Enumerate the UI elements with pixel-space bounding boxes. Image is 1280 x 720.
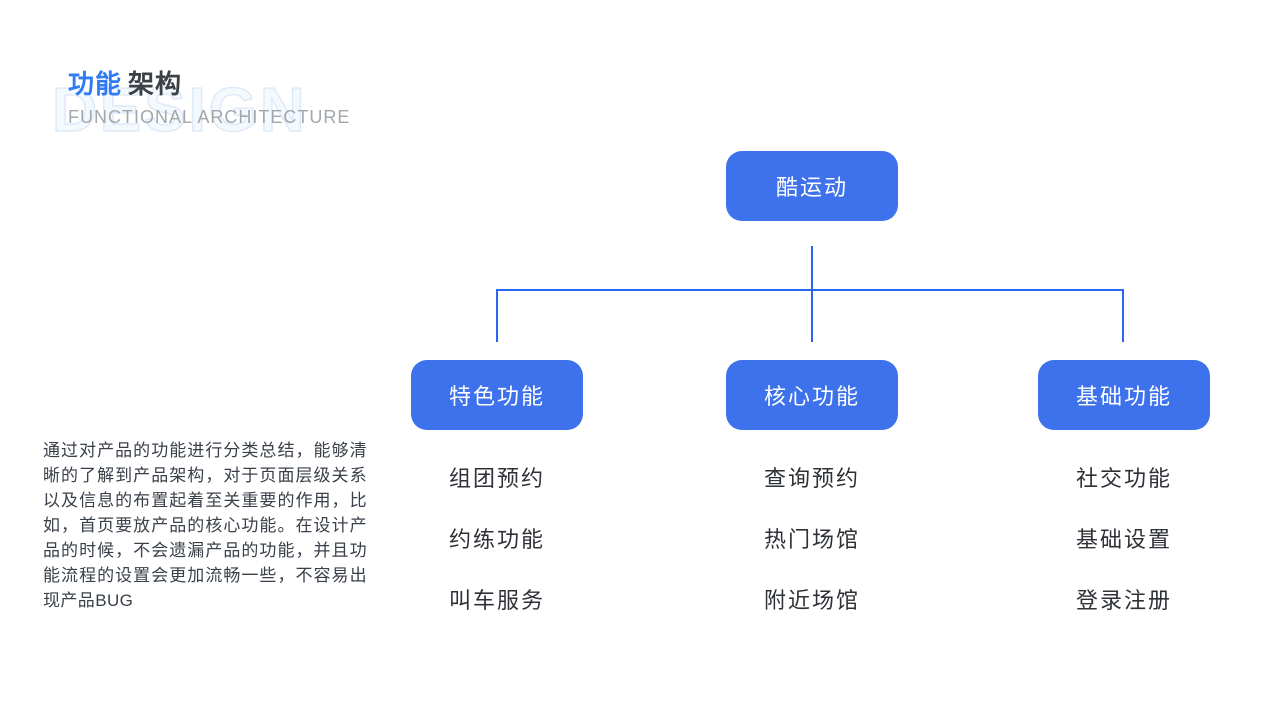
list-item: 热门场馆 bbox=[763, 527, 860, 552]
list-item: 基础设置 bbox=[1075, 527, 1172, 552]
list-item: 查询预约 bbox=[763, 466, 860, 491]
branch-core: 核心功能 查询预约 热门场馆 附近场馆 bbox=[712, 360, 912, 616]
branch-basic: 基础功能 社交功能 基础设置 登录注册 bbox=[1024, 360, 1224, 616]
list-item: 叫车服务 bbox=[448, 588, 545, 613]
page-title-rest: 架构 bbox=[128, 69, 183, 99]
branch-core-list: 查询预约 热门场馆 附近场馆 bbox=[764, 464, 860, 616]
list-item: 登录注册 bbox=[1075, 588, 1172, 613]
page-title: 功能架构 bbox=[68, 70, 350, 99]
list-item: 社交功能 bbox=[1075, 466, 1172, 491]
list-item: 附近场馆 bbox=[763, 588, 860, 613]
branch-basic-list: 社交功能 基础设置 登录注册 bbox=[1076, 464, 1172, 616]
list-item: 约练功能 bbox=[448, 527, 545, 552]
node-branch-core: 核心功能 bbox=[726, 360, 898, 430]
description-text: 通过对产品的功能进行分类总结，能够清晰的了解到产品架构，对于页面层级关系以及信息… bbox=[43, 441, 367, 610]
branch-featured-list: 组团预约 约练功能 叫车服务 bbox=[449, 464, 545, 616]
node-root: 酷运动 bbox=[726, 151, 898, 221]
header: 功能架构 FUNCTIONAL ARCHITECTURE bbox=[68, 70, 350, 128]
node-branch-featured: 特色功能 bbox=[411, 360, 583, 430]
page-subtitle: FUNCTIONAL ARCHITECTURE bbox=[68, 106, 351, 127]
page-title-accent: 功能 bbox=[68, 69, 123, 99]
node-branch-basic: 基础功能 bbox=[1038, 360, 1210, 430]
watermark-text: DESIGN bbox=[51, 76, 308, 145]
list-item: 组团预约 bbox=[448, 466, 545, 491]
branch-featured: 特色功能 组团预约 约练功能 叫车服务 bbox=[397, 360, 597, 616]
